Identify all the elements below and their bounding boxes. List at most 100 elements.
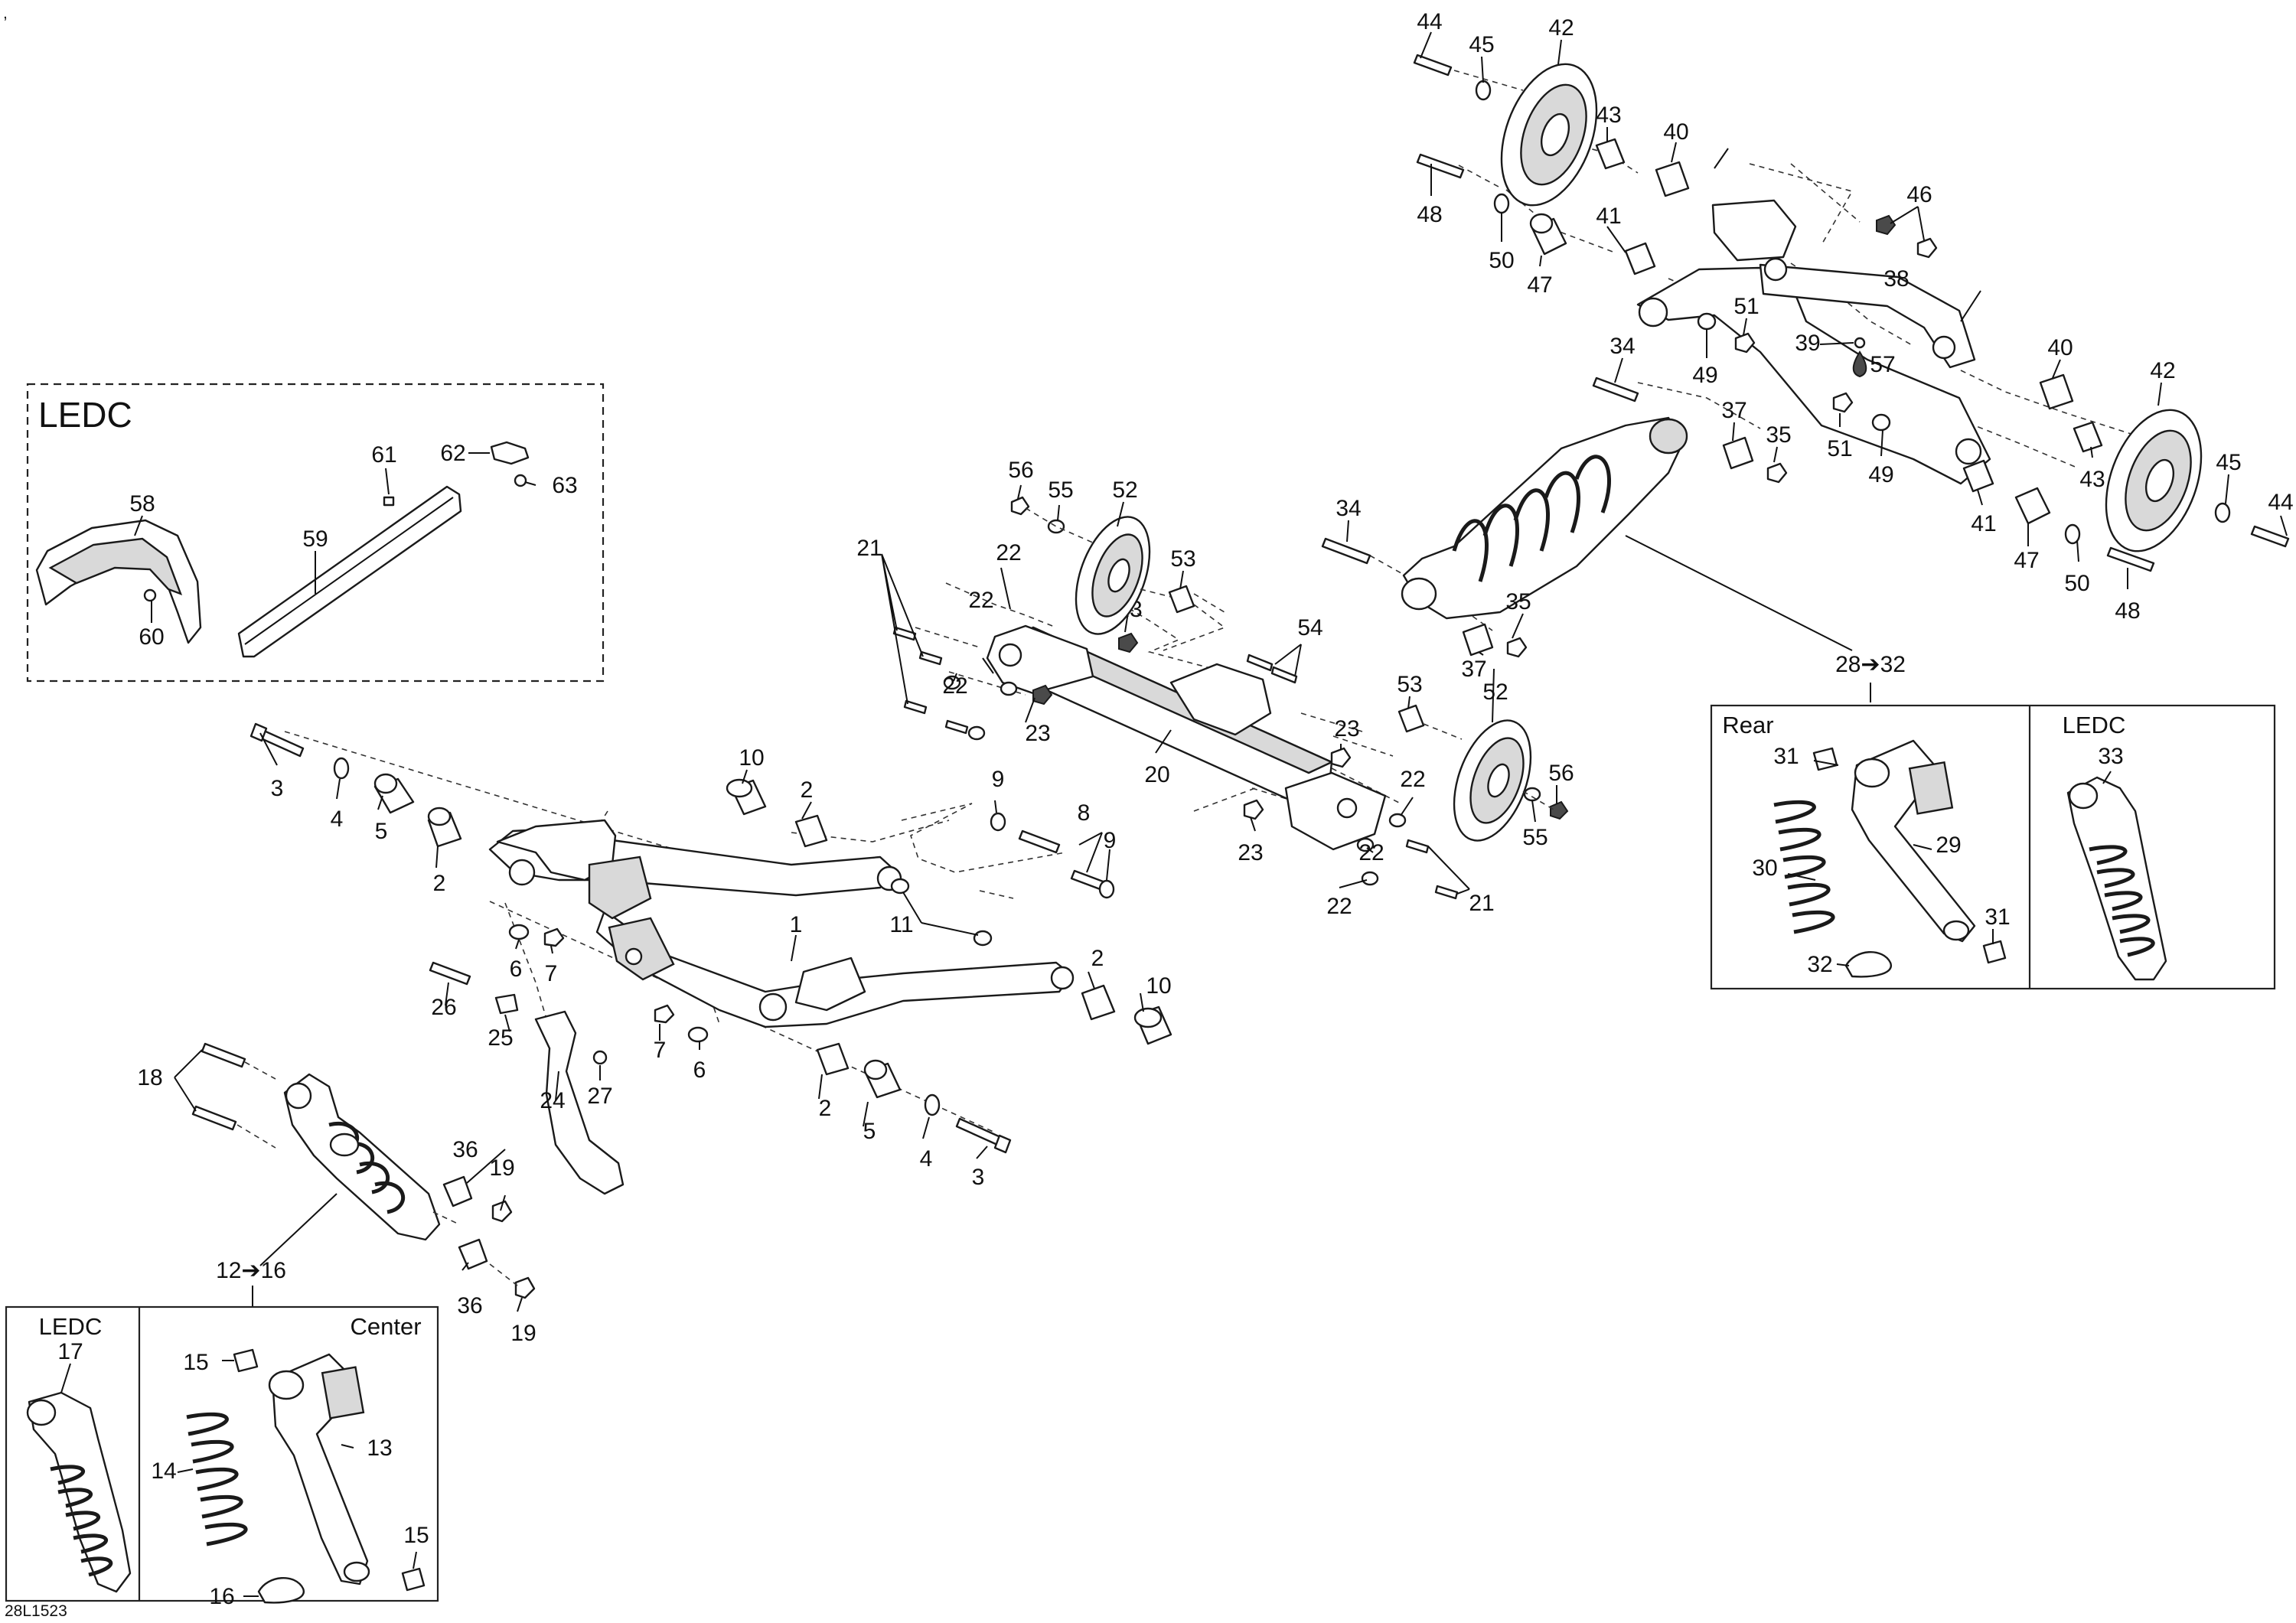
- bushing-15-upper: [233, 1348, 259, 1373]
- bushing-31-upper: [1812, 747, 1838, 771]
- rear-shock-variants-box: Rear LEDC 29 30 31 31 32 33: [1710, 704, 2276, 990]
- washer-50-lower: [2064, 523, 2081, 545]
- bushing-53-upper: [1168, 585, 1195, 614]
- label-6-right: 6: [693, 1058, 706, 1083]
- bushing-36-lower: [458, 1238, 488, 1270]
- washer-50-upper: [1493, 193, 1510, 214]
- ledc-box-frame: [26, 383, 605, 683]
- nut-7-left: [543, 927, 565, 947]
- label-42-upper: 42: [1548, 15, 1574, 41]
- label-50-lower: 50: [2064, 571, 2089, 596]
- nut-51-upper: [1734, 332, 1756, 354]
- label-52-lower: 52: [1482, 680, 1508, 705]
- label-17: 17: [57, 1339, 83, 1364]
- bushing-41-upper: [1624, 242, 1656, 275]
- washer-6-left: [508, 924, 530, 940]
- label-43-upper: 43: [1596, 103, 1621, 128]
- bolt-26: [429, 961, 471, 986]
- label-21-left: 21: [856, 536, 882, 561]
- spacer-25: [494, 993, 519, 1015]
- rear-ledc-title: LEDC: [2063, 712, 2126, 738]
- label-53-lower: 53: [1397, 672, 1422, 697]
- screw-21-c: [903, 699, 928, 715]
- label-45-lower: 45: [2216, 450, 2241, 475]
- screw-21-b: [918, 650, 943, 666]
- nut-51-lower: [1832, 392, 1854, 413]
- label-4-lower: 4: [920, 1146, 933, 1172]
- nut-23-d: [1243, 799, 1264, 820]
- nut-56-upper: [1010, 496, 1030, 516]
- ledc-box-title: LEDC: [38, 395, 132, 435]
- label-55-upper: 55: [1048, 477, 1073, 503]
- washer-49-lower: [1871, 413, 1891, 432]
- label-2-lower: 2: [819, 1096, 832, 1121]
- rear-box-frame: [1710, 704, 2276, 990]
- label-50-upper: 50: [1489, 248, 1514, 273]
- label-49-lower: 49: [1868, 462, 1893, 487]
- bolt-34-lower: [1321, 537, 1371, 565]
- label-31-upper: 31: [1773, 744, 1799, 769]
- label-31-lower: 31: [1985, 904, 2010, 930]
- label-22-a: 22: [996, 540, 1021, 565]
- bushing-41-lower: [1962, 459, 1994, 493]
- retainer-32: [1844, 951, 1893, 978]
- screw-54-b: [1270, 666, 1298, 684]
- rear-shock-body-29: [1851, 739, 1976, 943]
- label-10-right: 10: [1146, 973, 1171, 999]
- label-15-upper: 15: [183, 1350, 208, 1375]
- label-22-d: 22: [1400, 767, 1425, 792]
- label-25: 25: [488, 1025, 513, 1051]
- arm-bracket-upper: [588, 855, 652, 920]
- shaft-bracket: [1169, 663, 1272, 736]
- washer-22-e: [1356, 837, 1375, 852]
- label-10-upper: 10: [739, 745, 764, 771]
- label-3-upper: 3: [271, 776, 284, 801]
- rear-shock: [1402, 416, 1685, 620]
- label-26: 26: [431, 995, 456, 1020]
- screw-21-d: [944, 719, 969, 735]
- washer-55-lower: [1523, 787, 1541, 802]
- label-22-e: 22: [1358, 840, 1384, 865]
- nut-27: [592, 1050, 608, 1065]
- bushing-2-right: [1081, 984, 1116, 1021]
- label-57: 57: [1870, 352, 1895, 377]
- bushing-47-lower: [2014, 487, 2051, 525]
- center-spring-14: [186, 1412, 248, 1546]
- washer-49-upper: [1697, 312, 1717, 331]
- bolt-8-a: [1018, 829, 1061, 854]
- label-58: 58: [129, 491, 155, 517]
- nut-35-lower: [1506, 637, 1528, 658]
- washer-45-upper: [1475, 80, 1492, 101]
- label-56-lower: 56: [1548, 761, 1574, 786]
- corner-mark: ,: [3, 5, 8, 22]
- bushing-40-lower: [2039, 373, 2074, 410]
- label-6-left: 6: [510, 957, 523, 982]
- label-36-upper: 36: [452, 1137, 478, 1162]
- washer-11-b: [973, 930, 993, 947]
- bushing-53-lower: [1397, 704, 1425, 733]
- label-20: 20: [1144, 762, 1169, 787]
- arm-lower-member: [595, 909, 1073, 1028]
- bushing-31-lower: [1982, 940, 2007, 964]
- label-24: 24: [540, 1088, 565, 1113]
- label-41-lower: 41: [1971, 511, 1996, 536]
- label-5-upper: 5: [375, 819, 388, 844]
- label-2-upper-left: 2: [433, 871, 446, 896]
- label-51-upper: 51: [1733, 294, 1759, 319]
- label-5-lower: 5: [863, 1119, 876, 1144]
- center-shock-variants-box: LEDC Center 17 15 15 13 14 16: [5, 1305, 439, 1609]
- washer-4-lower: [924, 1093, 941, 1116]
- nut-19-lower: [514, 1276, 536, 1299]
- label-40-lower: 40: [2047, 335, 2073, 360]
- label-41-upper: 41: [1596, 204, 1621, 229]
- washer-11-a: [890, 878, 910, 895]
- screw-21-f: [1434, 885, 1459, 900]
- center-box-title: Center: [350, 1313, 421, 1340]
- rear-arm-38-crossbar: [1759, 263, 1976, 369]
- bolt-48-upper: [1416, 153, 1465, 179]
- washer-22-d: [1388, 813, 1407, 828]
- label-28-32: 28➔32: [1835, 652, 1906, 677]
- front-arm-assembly: 1 2 2 2 2 3 3 4 4 5 5 6 6 7 7 8 9 9 10 1…: [137, 722, 1172, 1346]
- label-62: 62: [440, 441, 465, 466]
- washer-9-a: [990, 812, 1006, 832]
